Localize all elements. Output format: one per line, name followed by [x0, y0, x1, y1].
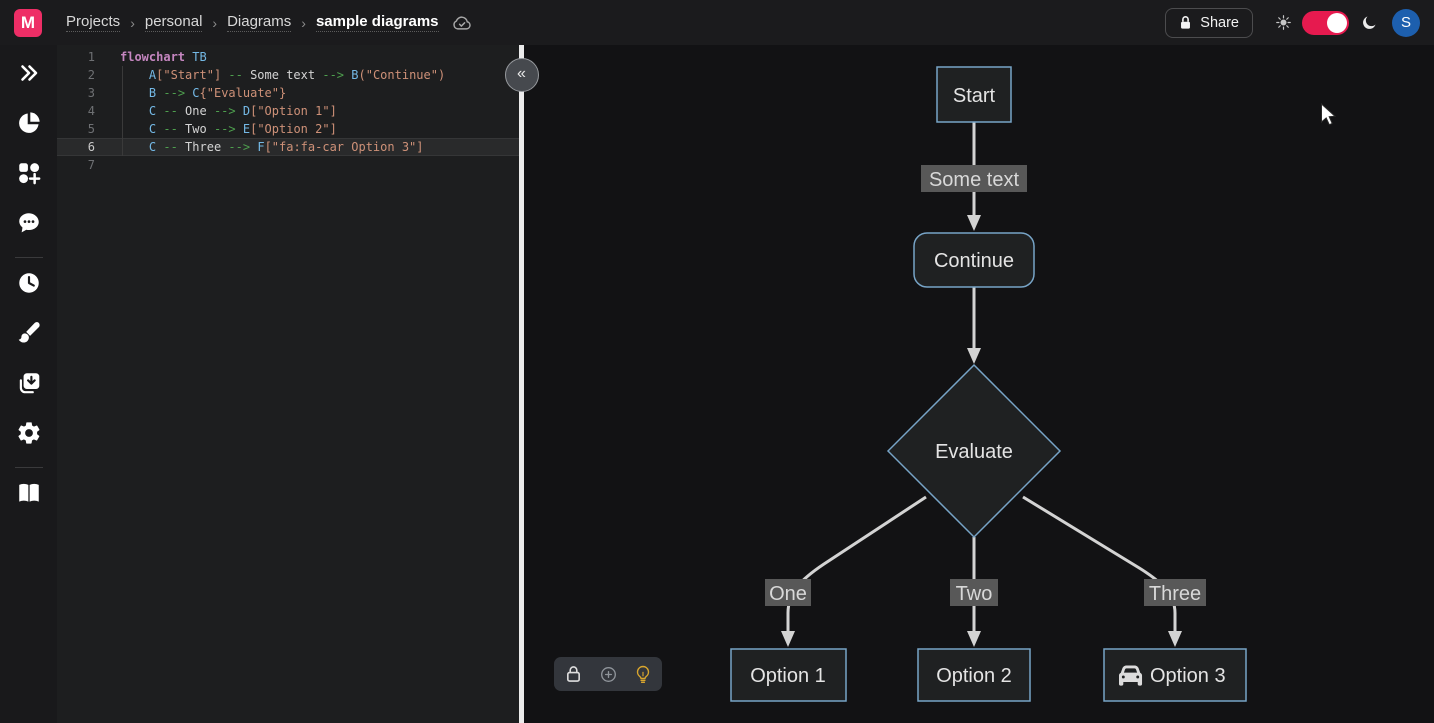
svg-text:Option 2: Option 2: [936, 665, 1012, 687]
sidebar-divider: [14, 257, 43, 258]
preview-toolbar: [554, 657, 662, 691]
lock-icon: [1179, 15, 1192, 30]
sun-icon: [1275, 14, 1292, 31]
user-avatar[interactable]: S: [1392, 8, 1420, 37]
svg-text:Start: Start: [953, 85, 996, 107]
line-content: C -- Three --> F["fa:fa-car Option 3"]: [148, 140, 424, 154]
code-line[interactable]: 5 C -- Two --> E["Option 2"]: [57, 120, 519, 138]
expand-sidebar-button[interactable]: [9, 55, 49, 95]
edge-label-one: One: [765, 579, 811, 606]
sidebar: [0, 45, 57, 723]
node-option2[interactable]: Option 2: [917, 648, 1031, 702]
svg-text:Two: Two: [956, 583, 993, 605]
moon-icon: [1361, 14, 1378, 31]
line-number: 5: [87, 122, 95, 136]
svg-text:Evaluate: Evaluate: [935, 441, 1013, 463]
code-line[interactable]: 3 B --> C{"Evaluate"}: [57, 84, 519, 102]
edge-continue-evaluate: [967, 287, 981, 364]
breadcrumb-separator: ›: [212, 14, 218, 31]
sidebar-item-chat[interactable]: [9, 205, 49, 245]
lightbulb-button[interactable]: [635, 665, 651, 684]
diagram-preview[interactable]: Some text One Two Three Start Continu: [524, 45, 1434, 723]
book-icon: [16, 480, 42, 511]
line-number: 3: [87, 86, 95, 100]
breadcrumb-projects[interactable]: Projects: [66, 13, 121, 32]
line-number: 1: [87, 50, 95, 64]
svg-text:Some text: Some text: [929, 169, 1019, 191]
line-content: [95, 156, 120, 174]
breadcrumb-separator: ›: [130, 14, 135, 31]
share-button-label: Share: [1200, 14, 1239, 31]
sidebar-divider: [14, 467, 43, 468]
collapse-editor-button[interactable]: «: [504, 58, 539, 92]
clock-icon: [16, 270, 42, 301]
edge-label-some-text: Some text: [921, 165, 1027, 192]
share-button[interactable]: Share: [1165, 7, 1253, 38]
line-content: C -- Two --> E["Option 2"]: [148, 122, 337, 136]
sidebar-item-diagrams[interactable]: [9, 105, 49, 145]
svg-text:Three: Three: [1149, 583, 1201, 605]
code-line[interactable]: 7: [57, 156, 519, 174]
node-start[interactable]: Start: [936, 66, 1012, 123]
zoom-reset-button[interactable]: [599, 665, 618, 684]
indent-guide: [122, 66, 123, 156]
edge-label-three: Three: [1144, 579, 1206, 606]
code-lines: 1 flowchart TB 2 A["Start"] -- Some text -…: [57, 48, 519, 174]
line-content: B --> C{"Evaluate"}: [148, 86, 287, 100]
line-content: flowchart TB: [120, 50, 207, 64]
breadcrumb-current-document[interactable]: sample diagrams: [315, 13, 439, 32]
svg-text:Continue: Continue: [934, 250, 1014, 272]
breadcrumb-separator: ›: [301, 14, 306, 31]
sidebar-item-documentation[interactable]: [9, 475, 49, 515]
edge-evaluate-option1: [781, 495, 927, 647]
svg-text:One: One: [769, 583, 807, 605]
sidebar-item-new-diagram[interactable]: [9, 155, 49, 195]
line-number: 6: [87, 140, 95, 154]
code-line[interactable]: 2 A["Start"] -- Some text --> B("Continu…: [57, 66, 519, 84]
toggle-knob: [1327, 12, 1347, 33]
breadcrumb: Projects › personal › Diagrams › sample …: [66, 13, 439, 32]
node-option3[interactable]: Option 3: [1103, 648, 1247, 702]
main-area: 1 flowchart TB 2 A["Start"] -- Some text -…: [0, 45, 1434, 723]
line-number: 2: [87, 68, 95, 82]
code-line[interactable]: 6 C -- Three --> F["fa:fa-car Option 3"]: [57, 138, 519, 156]
download-icon: [16, 370, 42, 401]
svg-text:Option 1: Option 1: [750, 665, 826, 687]
mermaid-logo-icon[interactable]: M: [14, 8, 42, 37]
double-chevron-left-icon: «: [517, 65, 526, 82]
sidebar-item-theme[interactable]: [9, 315, 49, 355]
double-chevron-right-icon: [17, 61, 41, 90]
sidebar-item-export[interactable]: [9, 365, 49, 405]
line-content: A["Start"] -- Some text --> B("Continue"…: [148, 68, 446, 82]
line-number: 4: [87, 104, 95, 118]
code-editor[interactable]: 1 flowchart TB 2 A["Start"] -- Some text -…: [57, 45, 519, 723]
panel-divider[interactable]: «: [504, 45, 539, 723]
cloud-saved-icon: [451, 14, 473, 32]
sidebar-item-history[interactable]: [9, 265, 49, 305]
top-bar: M Projects › personal › Diagrams › sampl…: [0, 0, 1434, 45]
sidebar-item-settings[interactable]: [9, 415, 49, 455]
svg-text:Option 3: Option 3: [1150, 665, 1226, 687]
line-number: 7: [87, 158, 95, 172]
car-icon: [1119, 665, 1143, 686]
edge-evaluate-option3: [1022, 495, 1182, 647]
node-evaluate[interactable]: Evaluate: [886, 363, 1062, 539]
dark-mode-toggle[interactable]: [1302, 10, 1349, 35]
code-line[interactable]: 4 C -- One --> D["Option 1"]: [57, 102, 519, 120]
pan-lock-button[interactable]: [565, 665, 582, 683]
breadcrumb-personal[interactable]: personal: [144, 13, 203, 32]
edge-label-two: Two: [950, 579, 998, 606]
node-continue[interactable]: Continue: [913, 232, 1035, 288]
flowchart-svg: Some text One Two Three Start Continu: [730, 66, 1247, 702]
pie-chart-icon: [16, 110, 42, 141]
breadcrumb-diagrams[interactable]: Diagrams: [227, 13, 292, 32]
node-option1[interactable]: Option 1: [730, 648, 847, 702]
line-content: C -- One --> D["Option 1"]: [148, 104, 337, 118]
chat-bubble-icon: [16, 210, 42, 241]
gear-icon: [16, 420, 42, 451]
paintbrush-icon: [16, 320, 42, 351]
blocks-plus-icon: [16, 160, 42, 191]
code-line[interactable]: 1 flowchart TB: [57, 48, 519, 66]
